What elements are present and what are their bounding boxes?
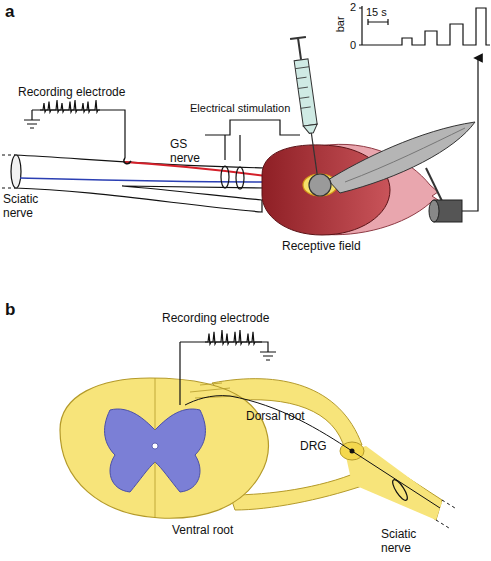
axis-tick: 2 <box>350 1 356 14</box>
recording-electrode <box>205 330 262 344</box>
stimulation-electrode <box>221 166 229 188</box>
recording-electrode <box>40 100 100 112</box>
syringe <box>303 124 318 134</box>
electrode-label: Recording electrode <box>162 312 269 326</box>
pressure-chart <box>368 19 388 25</box>
recording-electrode <box>180 330 276 405</box>
recording-electrode <box>179 342 180 405</box>
spinal-cord <box>390 478 410 502</box>
syringe <box>290 37 309 61</box>
spinal-cord <box>152 443 158 449</box>
spinal-cord <box>60 378 455 528</box>
nerve-label: GS nerve <box>170 138 206 166</box>
stimulation-electrode <box>205 120 300 135</box>
stimulation-electrode <box>236 167 244 189</box>
spinal-cord <box>155 378 156 518</box>
spinal-cord <box>60 378 268 518</box>
pressure-probe <box>426 168 442 201</box>
pressure-chart <box>359 8 362 45</box>
axis-title: bar <box>334 16 347 32</box>
electrode-label: Recording electrode <box>18 86 125 100</box>
root-label: Ventral root <box>172 524 233 538</box>
spinal-cord <box>352 451 440 508</box>
stimulation-electrode <box>225 135 240 161</box>
stimulation-label: Electrical stimulation <box>190 102 290 115</box>
pressure-probe <box>429 200 439 222</box>
root-label: Dorsal root <box>246 410 305 424</box>
recording-electrode <box>124 158 131 164</box>
syringe <box>294 59 317 126</box>
pressure-chart <box>361 6 362 45</box>
spinal-cord <box>436 500 455 528</box>
syringe <box>290 37 326 186</box>
spike-train <box>205 330 262 344</box>
pressure-probe <box>345 128 465 182</box>
pressure-chart <box>359 6 490 45</box>
recording-electrode <box>24 110 40 128</box>
syringe <box>295 67 314 109</box>
pressure-probe <box>309 58 478 222</box>
nerve-label: Sciatic nerve <box>3 193 47 221</box>
recording-electrode <box>24 100 131 164</box>
receptive-field-label: Receptive field <box>282 240 361 254</box>
spike-train <box>40 100 100 112</box>
pressure-probe <box>328 122 475 193</box>
spinal-cord <box>185 396 352 451</box>
sciatic-nerve <box>2 155 266 212</box>
sciatic-nerve <box>11 155 21 188</box>
ganglion-label: DRG <box>300 440 327 454</box>
pressure-probe <box>462 58 478 211</box>
pressure-probe <box>309 174 331 196</box>
sciatic-nerve <box>15 155 266 212</box>
recording-electrode <box>32 110 125 158</box>
panel-letter: a <box>5 2 14 22</box>
axis-tick: 0 <box>350 39 356 52</box>
panel-letter: b <box>5 300 15 320</box>
nerve-label: Sciatic nerve <box>381 528 425 556</box>
scale-bar-label: 15 s <box>366 6 387 19</box>
